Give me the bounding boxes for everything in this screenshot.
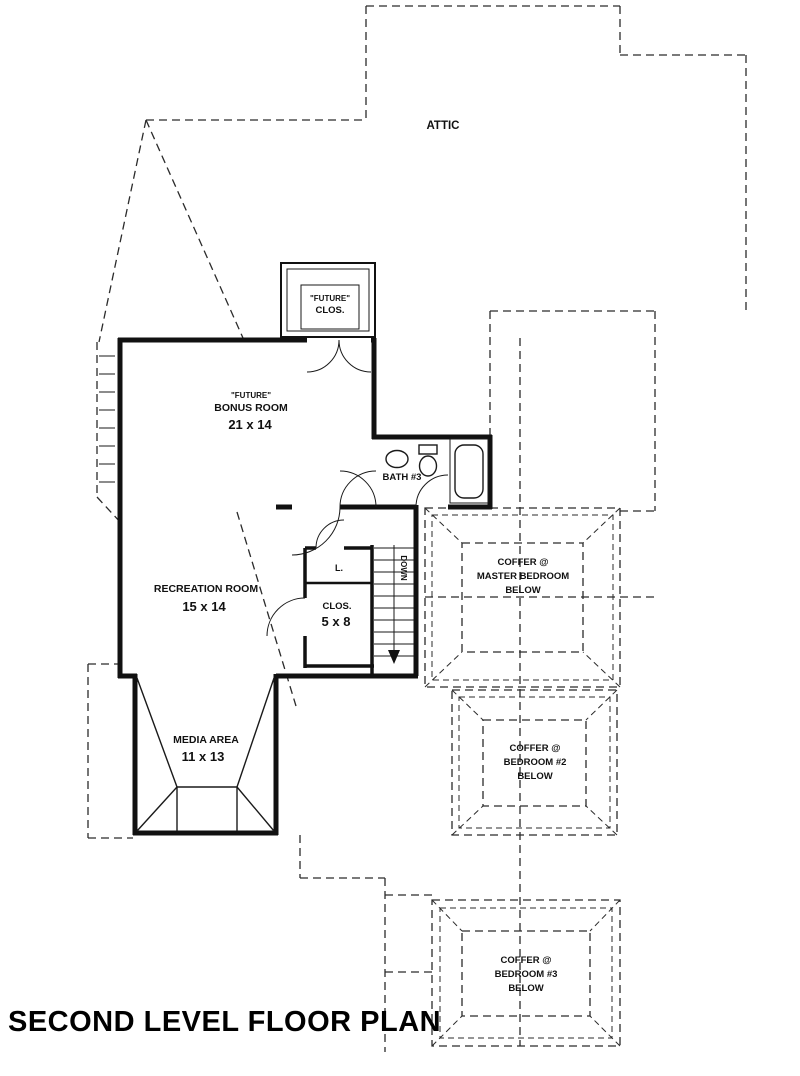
- media-area-dims: 11 x 13: [182, 749, 225, 764]
- roof-hip-line: [145, 119, 244, 339]
- roof-line: [96, 496, 122, 524]
- future-closet-label-line1: "FUTURE": [310, 294, 350, 303]
- ceiling-diagonal: [136, 677, 178, 788]
- coffer-diagonal: [431, 899, 463, 932]
- door-swings: [266, 339, 449, 637]
- closet-dims: 5 x 8: [322, 614, 351, 629]
- down-arrow-icon: [388, 650, 400, 664]
- coffer-outer-rect: [451, 689, 618, 836]
- closet-label: CLOS.: [322, 601, 351, 612]
- future-closet-label-line2: CLOS.: [315, 305, 344, 316]
- coffer-master-label-line2: MASTER BEDROOM: [477, 571, 569, 582]
- coffer-rim-rect: [431, 514, 614, 681]
- walls: [117, 337, 493, 836]
- media-area-label: MEDIA AREA: [173, 734, 239, 746]
- coffer-inner-rect: [461, 542, 584, 653]
- door-arc: [291, 506, 341, 556]
- door-arc: [339, 470, 377, 508]
- plan-title: SECOND LEVEL FLOOR PLAN: [8, 1006, 441, 1038]
- coffer-bedroom-2: [451, 689, 618, 836]
- sink-icon: [385, 449, 409, 469]
- roof-hip-line: [236, 511, 297, 707]
- coffer-rim-rect: [439, 907, 613, 1039]
- bonus-room-label-line2: BONUS ROOM: [214, 402, 288, 414]
- coffer-diagonal: [585, 689, 618, 721]
- coffer-diagonal: [585, 805, 618, 836]
- coffer-bedroom-3: [431, 899, 621, 1047]
- coffer-master-bedroom: [424, 507, 621, 688]
- coffer-diagonal: [589, 899, 621, 932]
- door-arc: [315, 519, 345, 549]
- coffer-diagonal: [431, 1015, 463, 1047]
- ceiling-diagonal: [136, 786, 178, 832]
- coffer-diagonal: [582, 651, 621, 688]
- bonus-room-label-line1: "FUTURE": [231, 391, 271, 400]
- linen-closet-label: L.: [335, 563, 343, 573]
- coffer-master-label-line1: COFFER @: [498, 557, 549, 568]
- tub-basin-icon: [454, 444, 484, 499]
- coffer-outer-rect: [424, 507, 621, 688]
- recreation-room-dims: 15 x 14: [182, 599, 226, 614]
- bath3-label: BATH #3: [383, 472, 422, 483]
- coffer-bedroom2-label-line3: BELOW: [517, 771, 552, 782]
- room-labels: ATTIC "FUTURE" CLOS. "FUTURE" BONUS ROOM…: [154, 120, 569, 994]
- closet-mid-rect: [286, 268, 370, 332]
- coffer-outer-rect: [431, 899, 621, 1047]
- coffer-diagonal: [424, 507, 463, 544]
- attic-label: ATTIC: [426, 120, 459, 132]
- coffer-bedroom3-label-line2: BEDROOM #3: [495, 969, 558, 980]
- coffer-diagonal: [424, 651, 463, 688]
- coffer-bedroom3-label-line3: BELOW: [508, 983, 543, 994]
- bonus-room-dims: 21 x 14: [228, 417, 272, 432]
- ceiling-diagonal: [236, 786, 275, 832]
- coffer-diagonal: [582, 507, 621, 544]
- door-arc: [266, 597, 306, 637]
- coffer-bedroom2-label-line2: BEDROOM #2: [504, 757, 567, 768]
- ceiling-diagonal: [236, 677, 275, 788]
- staircase: [374, 545, 414, 664]
- coffer-diagonal: [451, 805, 484, 836]
- coffer-inner-rect: [461, 930, 591, 1017]
- door-arc: [306, 339, 340, 373]
- door-arc: [339, 470, 377, 508]
- coffer-inner-rect: [482, 719, 587, 807]
- coffer-diagonal: [451, 689, 484, 721]
- coffer-bedroom3-label-line1: COFFER @: [501, 955, 552, 966]
- recreation-room-label: RECREATION ROOM: [154, 583, 258, 595]
- media-area-ceiling: [136, 677, 275, 832]
- door-arc: [338, 339, 372, 373]
- attic-roof-outline: [87, 5, 747, 1052]
- coffer-master-label-line3: BELOW: [505, 585, 540, 596]
- coffer-bedroom2-label-line1: COFFER @: [510, 743, 561, 754]
- closet-inner-rect: [300, 284, 360, 330]
- door-arc: [415, 474, 449, 508]
- left-wall-ticks: [99, 355, 115, 483]
- coffer-diagonal: [589, 1015, 621, 1047]
- future-closet-box: [280, 262, 376, 338]
- stairs-down-label: DOWN: [399, 555, 408, 581]
- tub-outline-icon: [449, 438, 489, 504]
- roof-hip-line: [98, 119, 147, 343]
- toilet-tank-icon: [418, 444, 438, 455]
- closet-outer-rect: [280, 262, 376, 338]
- bath3-fixtures: [385, 438, 489, 504]
- toilet-bowl-icon: [418, 455, 438, 477]
- coffer-rim-rect: [458, 696, 611, 829]
